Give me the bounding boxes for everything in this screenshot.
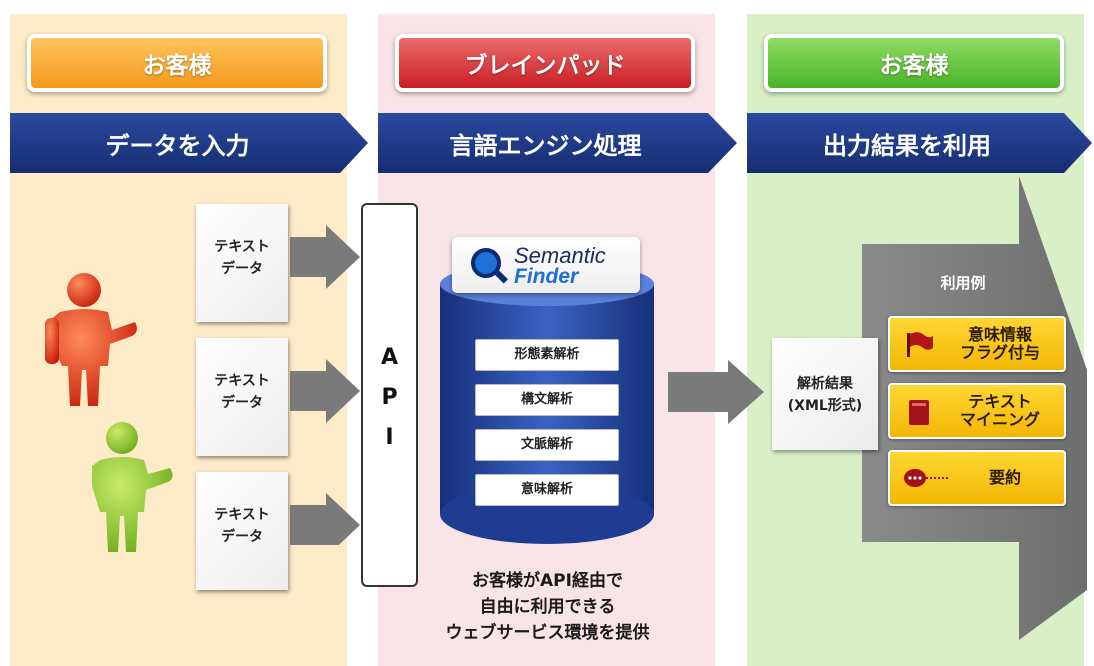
arrow-right-icon xyxy=(290,493,360,545)
flag-icon xyxy=(907,332,933,357)
usage-card-semantic-flag: 意味情報フラグ付与 xyxy=(888,316,1066,372)
text-data-document: テキストデータ xyxy=(196,472,288,590)
analysis-result-document: 解析結果 (XML形式) xyxy=(772,338,878,450)
customer-person-icon-green xyxy=(92,422,173,552)
band-label-output: 出力結果を利用 xyxy=(823,131,991,160)
header-brainpad: ブレインパッド xyxy=(395,34,695,92)
text-data-document: テキストデータ xyxy=(196,204,288,322)
speech-bubble-icon xyxy=(904,469,948,487)
process-step: 意味解析 xyxy=(475,474,619,506)
band-arrow-output xyxy=(747,113,1092,173)
book-icon xyxy=(909,400,929,425)
process-step: 構文解析 xyxy=(475,384,619,416)
text-data-document: テキストデータ xyxy=(196,338,288,456)
band-label-input: データを入力 xyxy=(105,131,250,160)
process-band xyxy=(10,113,1092,173)
band-arrow-input xyxy=(10,113,368,173)
usage-examples-label: 利用例 xyxy=(940,274,986,292)
semantic-finder-logo: Semantic Finder xyxy=(452,237,640,293)
api-box: A P I xyxy=(361,203,418,587)
process-step: 形態素解析 xyxy=(475,339,619,371)
output-arrow xyxy=(668,360,764,424)
service-caption: お客様がAPI経由で 自由に利用できる ウェブサービス環境を提供 xyxy=(445,571,650,643)
header-customer-right: お客様 xyxy=(764,34,1064,92)
arrow-right-icon xyxy=(290,225,360,289)
arrow-right-icon xyxy=(290,359,360,423)
magnifier-icon xyxy=(471,248,508,284)
band-arrow-engine xyxy=(378,113,737,173)
usage-card-summary: 要約 xyxy=(888,450,1066,506)
input-arrows xyxy=(290,225,360,545)
header-customer-left: お客様 xyxy=(27,34,327,92)
usage-card-text-mining: テキストマイニング xyxy=(888,383,1066,439)
band-label-engine: 言語エンジン処理 xyxy=(449,131,642,160)
process-step: 文脈解析 xyxy=(475,429,619,461)
customer-person-icon-red xyxy=(45,273,137,406)
arrow-right-icon xyxy=(668,360,764,424)
